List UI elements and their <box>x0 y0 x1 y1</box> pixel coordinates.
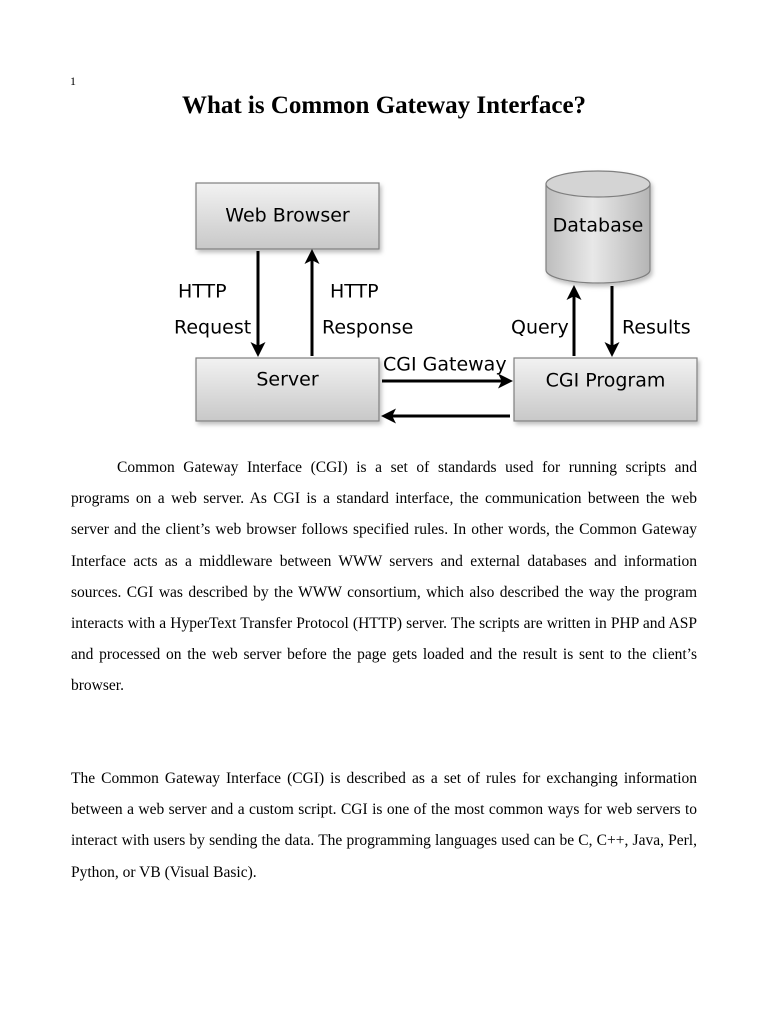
http-request-label-line1: HTTP <box>178 281 227 303</box>
cgi-gateway-label: CGI Gateway <box>383 354 507 376</box>
query-label: Query <box>511 317 569 339</box>
cgi-program-box: CGI Program <box>513 357 698 422</box>
server-label: Server <box>256 369 318 391</box>
web-browser-label: Web Browser <box>225 205 350 227</box>
cgi-diagram: Web Browser Database Server CGI Program … <box>174 170 698 424</box>
page-title: What is Common Gateway Interface? <box>181 92 587 119</box>
paragraph-cgi-definition: Common Gateway Interface (CGI) is a set … <box>71 459 697 695</box>
http-response-label-line2: Response <box>322 317 413 339</box>
http-response-label-line1: HTTP <box>330 281 379 303</box>
results-label: Results <box>622 317 691 339</box>
cgi-program-label: CGI Program <box>546 370 666 392</box>
paragraph-cgi-rules: The Common Gateway Interface (CGI) is de… <box>71 770 697 881</box>
database-cylinder: Database <box>545 170 651 284</box>
server-box: Server <box>195 357 380 422</box>
page-number: 1 <box>70 74 76 88</box>
web-browser-box: Web Browser <box>195 182 380 250</box>
database-label: Database <box>553 215 644 237</box>
http-request-label-line2: Request <box>174 317 251 339</box>
